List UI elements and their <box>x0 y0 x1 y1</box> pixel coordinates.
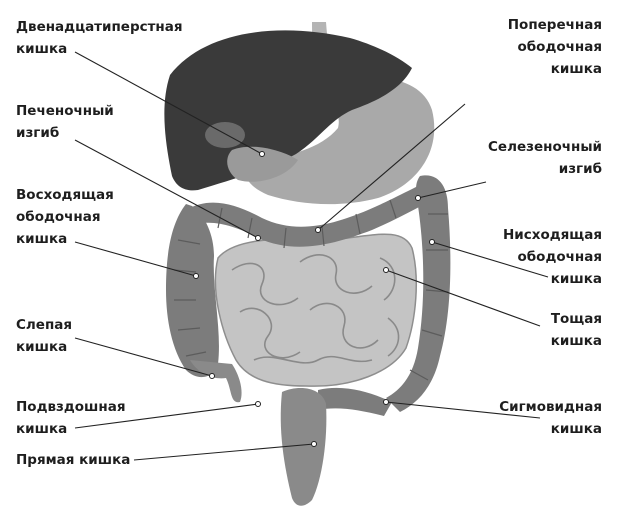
sigmoid-colon <box>318 387 392 416</box>
label-transverse-colon-line2: ободочная <box>517 39 602 55</box>
leader-rectum <box>133 443 315 461</box>
duodenum <box>227 146 298 182</box>
label-ileum: Подвздошная кишка <box>16 396 125 440</box>
label-duodenum-line1: Двенадцатиперстная <box>16 19 183 35</box>
label-descending-colon-line3: кишка <box>550 271 602 287</box>
cecum <box>190 360 242 403</box>
label-ileum-line2: кишка <box>16 421 68 437</box>
label-splenic-flexure-line2: изгиб <box>558 161 602 177</box>
label-duodenum: Двенадцатиперстная кишка <box>16 16 183 60</box>
label-hepatic-flexure-line1: Печеночный <box>16 103 114 119</box>
label-descending-colon-line2: ободочная <box>517 249 602 265</box>
label-transverse-colon-line3: кишка <box>550 61 602 77</box>
transverse-colon <box>186 178 444 247</box>
label-ascending-colon-line1: Восходящая <box>16 187 114 203</box>
label-transverse-colon-line1: Поперечная <box>507 17 602 33</box>
label-rectum-line1: Прямая кишка <box>16 452 131 468</box>
stomach <box>244 77 435 205</box>
label-cecum: Слепая кишка <box>16 314 72 358</box>
label-ascending-colon: Восходящая ободочная кишка <box>16 184 114 250</box>
label-sigmoid-colon: Сигмовидная кишка <box>499 396 602 440</box>
leader-sigmoid-colon <box>385 401 541 419</box>
leader-hepatic-flexure <box>74 139 259 239</box>
leader-transverse-colon <box>317 103 466 231</box>
label-transverse-colon: Поперечная ободочная кишка <box>508 14 602 80</box>
leader-jejunum <box>385 269 541 327</box>
rectum <box>280 388 327 506</box>
label-ascending-colon-line3: кишка <box>16 231 68 247</box>
label-jejunum: Тощая кишка <box>551 308 602 352</box>
label-sigmoid-colon-line2: кишка <box>550 421 602 437</box>
label-sigmoid-colon-line1: Сигмовидная <box>499 399 602 415</box>
label-descending-colon-line1: Нисходящая <box>502 227 602 243</box>
label-ileum-line1: Подвздошная <box>16 399 126 415</box>
ascending-colon <box>166 204 219 378</box>
descending-colon <box>386 175 451 412</box>
label-duodenum-line2: кишка <box>16 41 68 57</box>
leader-duodenum <box>74 51 263 155</box>
liver <box>164 30 412 191</box>
label-rectum: Прямая кишка <box>16 449 130 471</box>
label-cecum-line1: Слепая <box>16 317 73 333</box>
small-intestine <box>214 233 418 387</box>
leader-ileum <box>74 403 259 429</box>
leader-cecum <box>74 337 213 377</box>
leader-splenic-flexure <box>417 181 487 199</box>
label-hepatic-flexure-line2: изгиб <box>16 125 60 141</box>
label-descending-colon: Нисходящая ободочная кишка <box>503 224 602 290</box>
label-ascending-colon-line2: ободочная <box>16 209 101 225</box>
label-cecum-line2: кишка <box>16 339 68 355</box>
label-splenic-flexure-line1: Селезеночный <box>488 139 602 155</box>
label-jejunum-line1: Тощая <box>550 311 602 327</box>
label-hepatic-flexure: Печеночный изгиб <box>16 100 114 144</box>
label-splenic-flexure: Селезеночный изгиб <box>488 136 602 180</box>
leader-ascending-colon <box>74 241 197 277</box>
leader-descending-colon <box>431 241 549 278</box>
label-jejunum-line2: кишка <box>550 333 602 349</box>
